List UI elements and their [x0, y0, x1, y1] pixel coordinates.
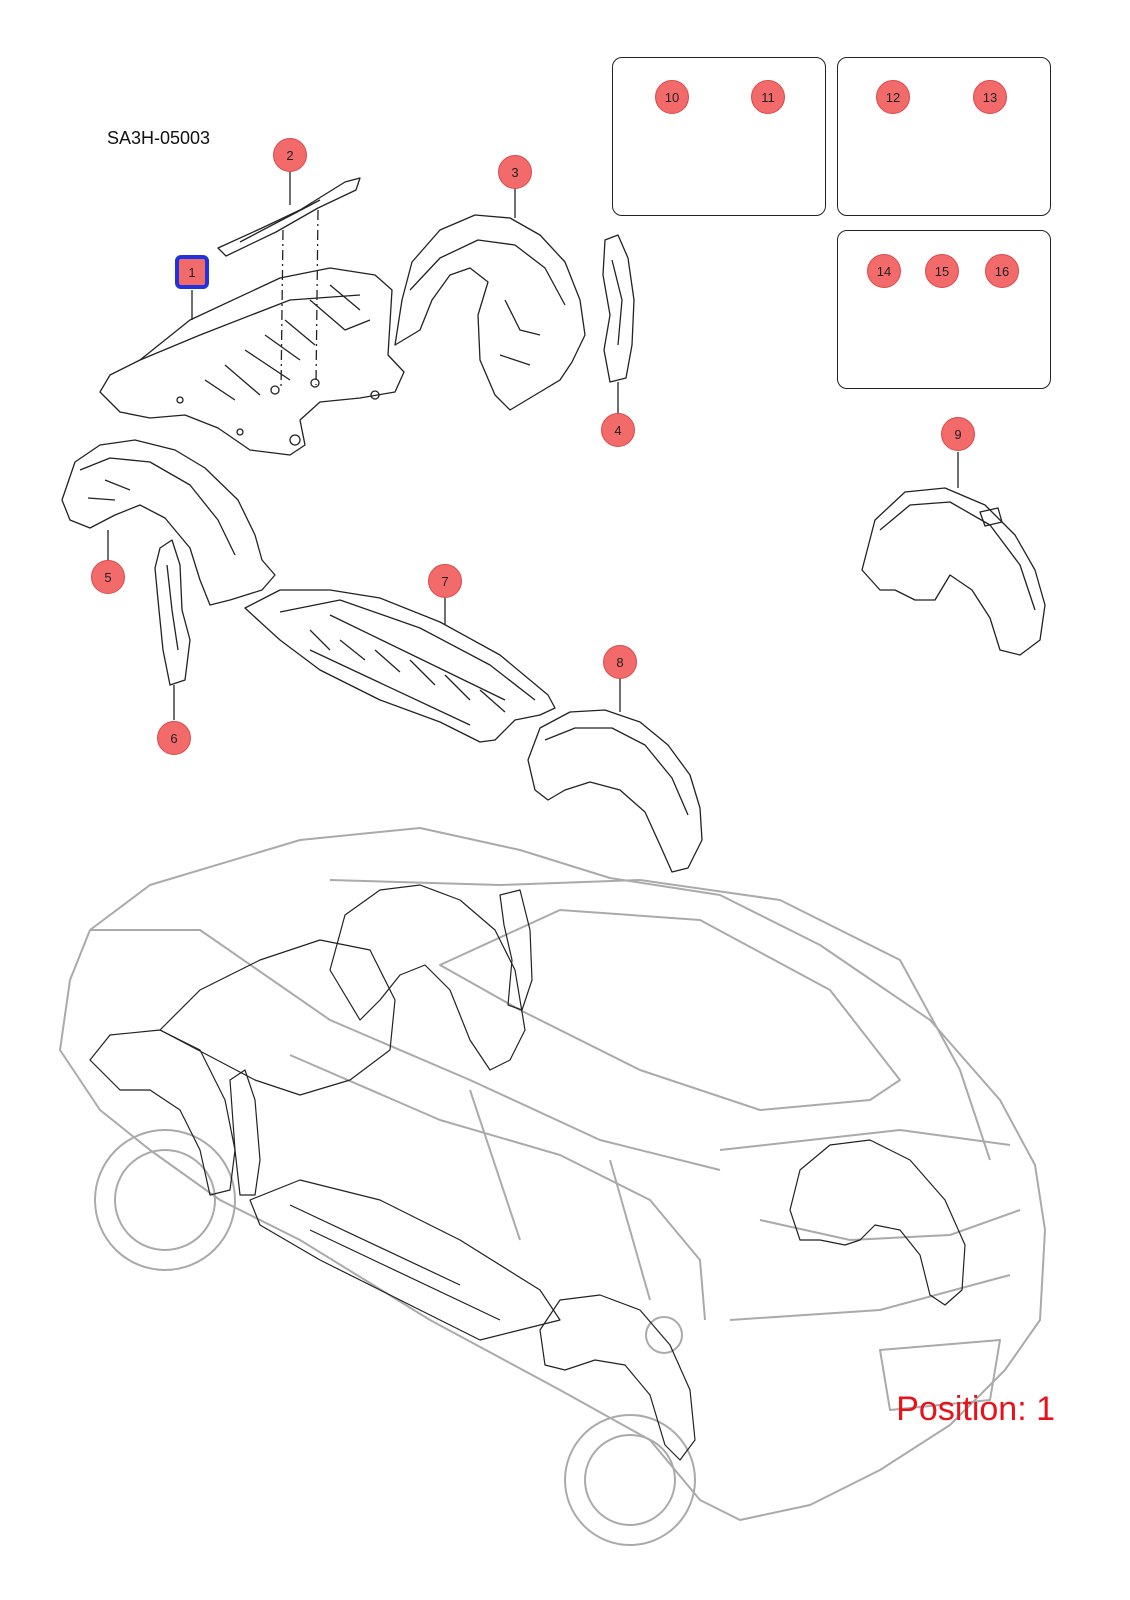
callout-2[interactable]: 2 [273, 138, 307, 172]
callout-15[interactable]: 15 [925, 254, 959, 288]
callout-4[interactable]: 4 [601, 413, 635, 447]
part-9-rear-wheel-liner [861, 452, 1046, 656]
callout-1[interactable]: 1 [175, 255, 209, 289]
callout-7[interactable]: 7 [428, 564, 462, 598]
fastener-box-12-13 [837, 57, 1051, 216]
callout-8[interactable]: 8 [603, 645, 637, 679]
callout-12[interactable]: 12 [876, 80, 910, 114]
callout-14[interactable]: 14 [867, 254, 901, 288]
part-5-wheel-liner [61, 439, 276, 606]
callout-10[interactable]: 10 [655, 80, 689, 114]
position-indicator: Position: 1 [896, 1390, 1055, 1428]
part-3-fender-liner [394, 185, 586, 411]
part-7-center-undercover [244, 589, 556, 743]
part-1-front-undercover [99, 267, 405, 456]
part-6-splash-shield [154, 539, 191, 720]
callout-6[interactable]: 6 [157, 721, 191, 755]
diagram-code: SA3H-05003 [107, 128, 211, 148]
callout-13[interactable]: 13 [973, 80, 1007, 114]
callout-5[interactable]: 5 [91, 560, 125, 594]
part-8-rear-wheel-liner [527, 672, 703, 873]
fastener-box-10-11 [612, 57, 826, 216]
part-4-splash-shield [602, 234, 635, 415]
callout-11[interactable]: 11 [751, 80, 785, 114]
callout-16[interactable]: 16 [985, 254, 1019, 288]
callout-9[interactable]: 9 [941, 417, 975, 451]
installed-parts-overlay [89, 884, 966, 1461]
callout-3[interactable]: 3 [498, 155, 532, 189]
